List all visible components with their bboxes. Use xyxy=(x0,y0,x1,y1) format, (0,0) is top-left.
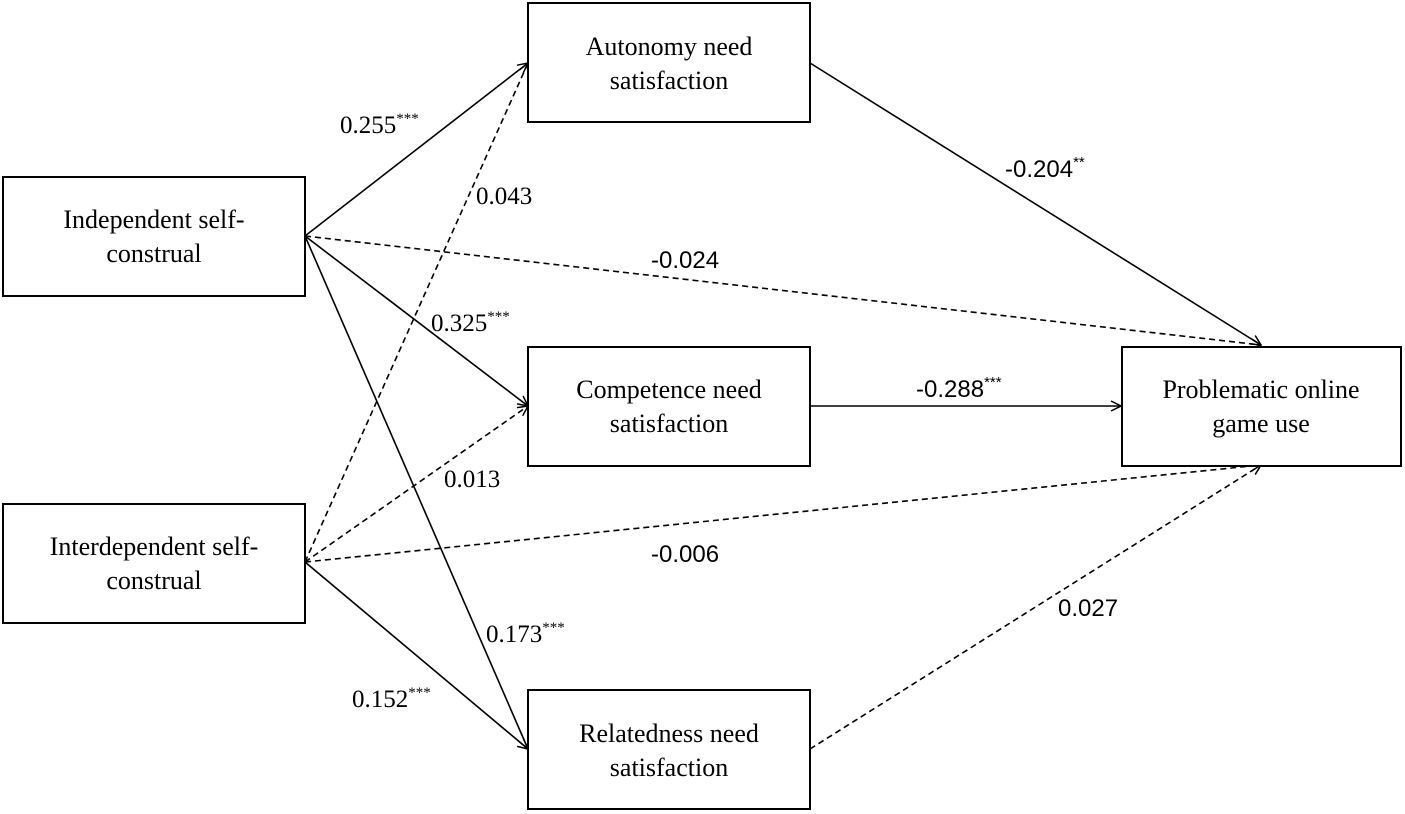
node-problematic-online-game-use: Problematic online game use xyxy=(1121,346,1402,467)
node-autonomy-need-satisfaction: Autonomy need satisfaction xyxy=(527,2,811,123)
coef-autonomy-problematic: -0.204** xyxy=(1005,154,1085,183)
coef-independent-problematic: -0.024 xyxy=(651,247,719,274)
node-label-line2: satisfaction xyxy=(610,409,728,438)
coef-independent-relatedness: 0.173*** xyxy=(486,620,565,648)
path-independent-competence xyxy=(304,235,528,406)
node-label-line2: construal xyxy=(106,239,201,268)
node-label-line1: Problematic online xyxy=(1162,375,1359,404)
coef-relatedness-problematic: 0.027 xyxy=(1058,595,1118,622)
node-label-line1: Interdependent self- xyxy=(50,532,259,561)
coef-independent-competence: 0.325*** xyxy=(431,309,510,337)
path-relatedness-problematic xyxy=(809,465,1261,750)
node-label-line2: construal xyxy=(106,566,201,595)
node-interdependent-self-construal: Interdependent self- construal xyxy=(2,503,306,624)
path-interdependent-relatedness xyxy=(304,561,528,749)
path-independent-relatedness xyxy=(304,235,528,749)
path-interdependent-autonomy xyxy=(304,63,528,563)
node-label-line1: Competence need xyxy=(576,375,762,404)
node-label-line2: satisfaction xyxy=(610,66,728,95)
path-autonomy-problematic xyxy=(809,62,1261,345)
path-independent-problematic xyxy=(304,235,1261,345)
path-independent-autonomy xyxy=(304,63,528,237)
node-label-line1: Relatedness need xyxy=(579,719,759,748)
node-label-line2: game use xyxy=(1212,409,1309,438)
coef-interdependent-problematic: -0.006 xyxy=(651,541,719,568)
coef-interdependent-autonomy: 0.043 xyxy=(476,183,532,210)
node-label-line2: satisfaction xyxy=(610,753,728,782)
path-interdependent-competence xyxy=(304,406,528,563)
coef-independent-autonomy: 0.255*** xyxy=(340,111,419,139)
coef-interdependent-relatedness: 0.152*** xyxy=(352,685,431,713)
node-relatedness-need-satisfaction: Relatedness need satisfaction xyxy=(527,689,811,810)
coef-competence-problematic: -0.288*** xyxy=(916,374,1002,403)
node-label-line1: Autonomy need xyxy=(586,32,753,61)
path-interdependent-problematic xyxy=(304,465,1261,563)
node-competence-need-satisfaction: Competence need satisfaction xyxy=(527,346,811,467)
coef-interdependent-competence: 0.013 xyxy=(444,466,500,493)
node-independent-self-construal: Independent self- construal xyxy=(2,176,306,297)
node-label-line1: Independent self- xyxy=(63,205,244,234)
